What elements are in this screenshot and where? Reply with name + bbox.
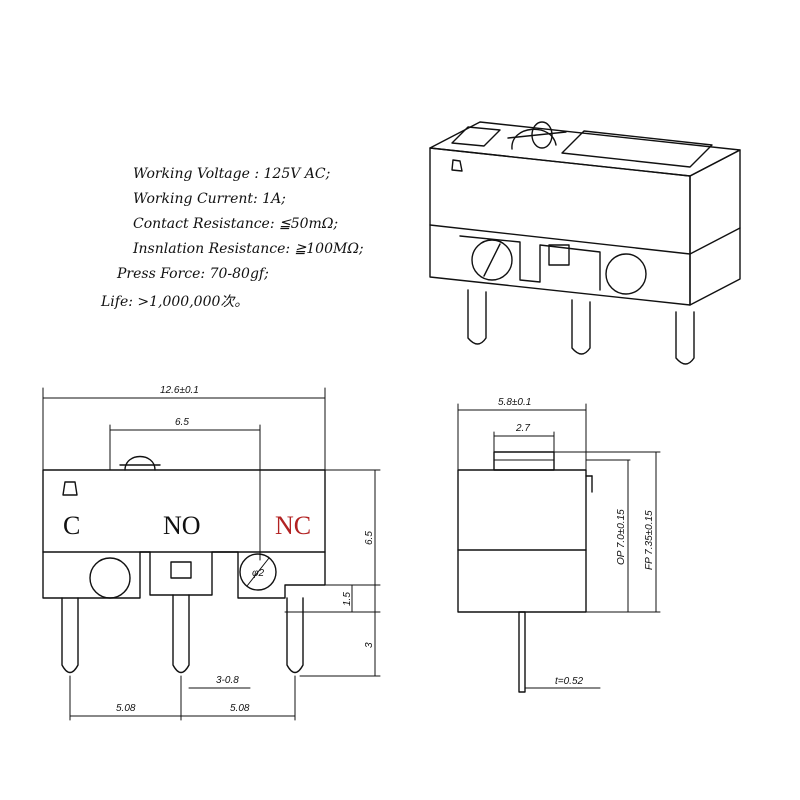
front-orientation-mark xyxy=(62,481,78,496)
dim-body-height: 6.5 xyxy=(364,531,375,545)
front-hole-right xyxy=(239,553,277,591)
iso-orientation-mark xyxy=(451,159,463,172)
dim-pitch-right: 5.08 xyxy=(230,703,250,714)
front-pins xyxy=(61,594,304,674)
dim-step-height: 1.5 xyxy=(342,592,353,606)
dim-pitch-left: 5.08 xyxy=(116,703,136,714)
iso-top-face xyxy=(429,121,741,177)
side-pin xyxy=(518,611,526,693)
dim-plunger-width: 2.7 xyxy=(515,423,530,434)
dim-pin-length: 3 xyxy=(364,642,375,648)
dim-pin-width: 3-0.8 xyxy=(216,675,239,686)
iso-plunger xyxy=(507,121,567,150)
iso-slot-left xyxy=(451,126,501,147)
dim-overall-width: 12.6±0.1 xyxy=(160,385,199,396)
spec-press-force: Press Force: 70-80gf; xyxy=(117,266,269,282)
spec-insulation-resistance: Insnlation Resistance: ≧100MΩ; xyxy=(133,241,364,257)
dim-plunger-offset: 6.5 xyxy=(175,417,189,428)
terminal-label-c: C xyxy=(63,511,80,540)
side-view xyxy=(457,403,661,693)
iso-hole-right xyxy=(605,253,647,295)
dim-operating-position: OP 7.0±0.15 xyxy=(616,509,627,565)
front-hole-left xyxy=(89,557,131,599)
spec-contact-resistance: Contact Resistance: ≦50mΩ; xyxy=(133,216,339,232)
front-window xyxy=(170,561,192,579)
front-plunger xyxy=(124,455,156,471)
iso-window xyxy=(548,244,570,266)
isometric-view xyxy=(429,121,741,365)
terminal-label-nc: NC xyxy=(275,511,311,540)
terminal-label-no: NO xyxy=(163,511,201,540)
spec-working-voltage: Working Voltage : 125V AC; xyxy=(133,166,331,182)
iso-pins xyxy=(467,289,695,365)
iso-hole-left xyxy=(471,239,513,281)
spec-working-current: Working Current: 1A; xyxy=(133,191,286,207)
front-view xyxy=(42,387,381,721)
dim-hole-diameter: φ2 xyxy=(252,568,265,579)
side-plunger xyxy=(493,451,555,471)
dim-pin-thickness: t=0.52 xyxy=(555,676,584,687)
iso-front-face xyxy=(429,147,691,306)
dim-free-position: FP 7.35±0.15 xyxy=(644,510,655,570)
iso-right-face xyxy=(689,149,741,306)
iso-slot-right xyxy=(561,130,713,168)
dim-side-width: 5.8±0.1 xyxy=(498,397,531,408)
side-body xyxy=(457,469,587,613)
spec-life: Life: >1,000,000次。 xyxy=(101,294,249,310)
